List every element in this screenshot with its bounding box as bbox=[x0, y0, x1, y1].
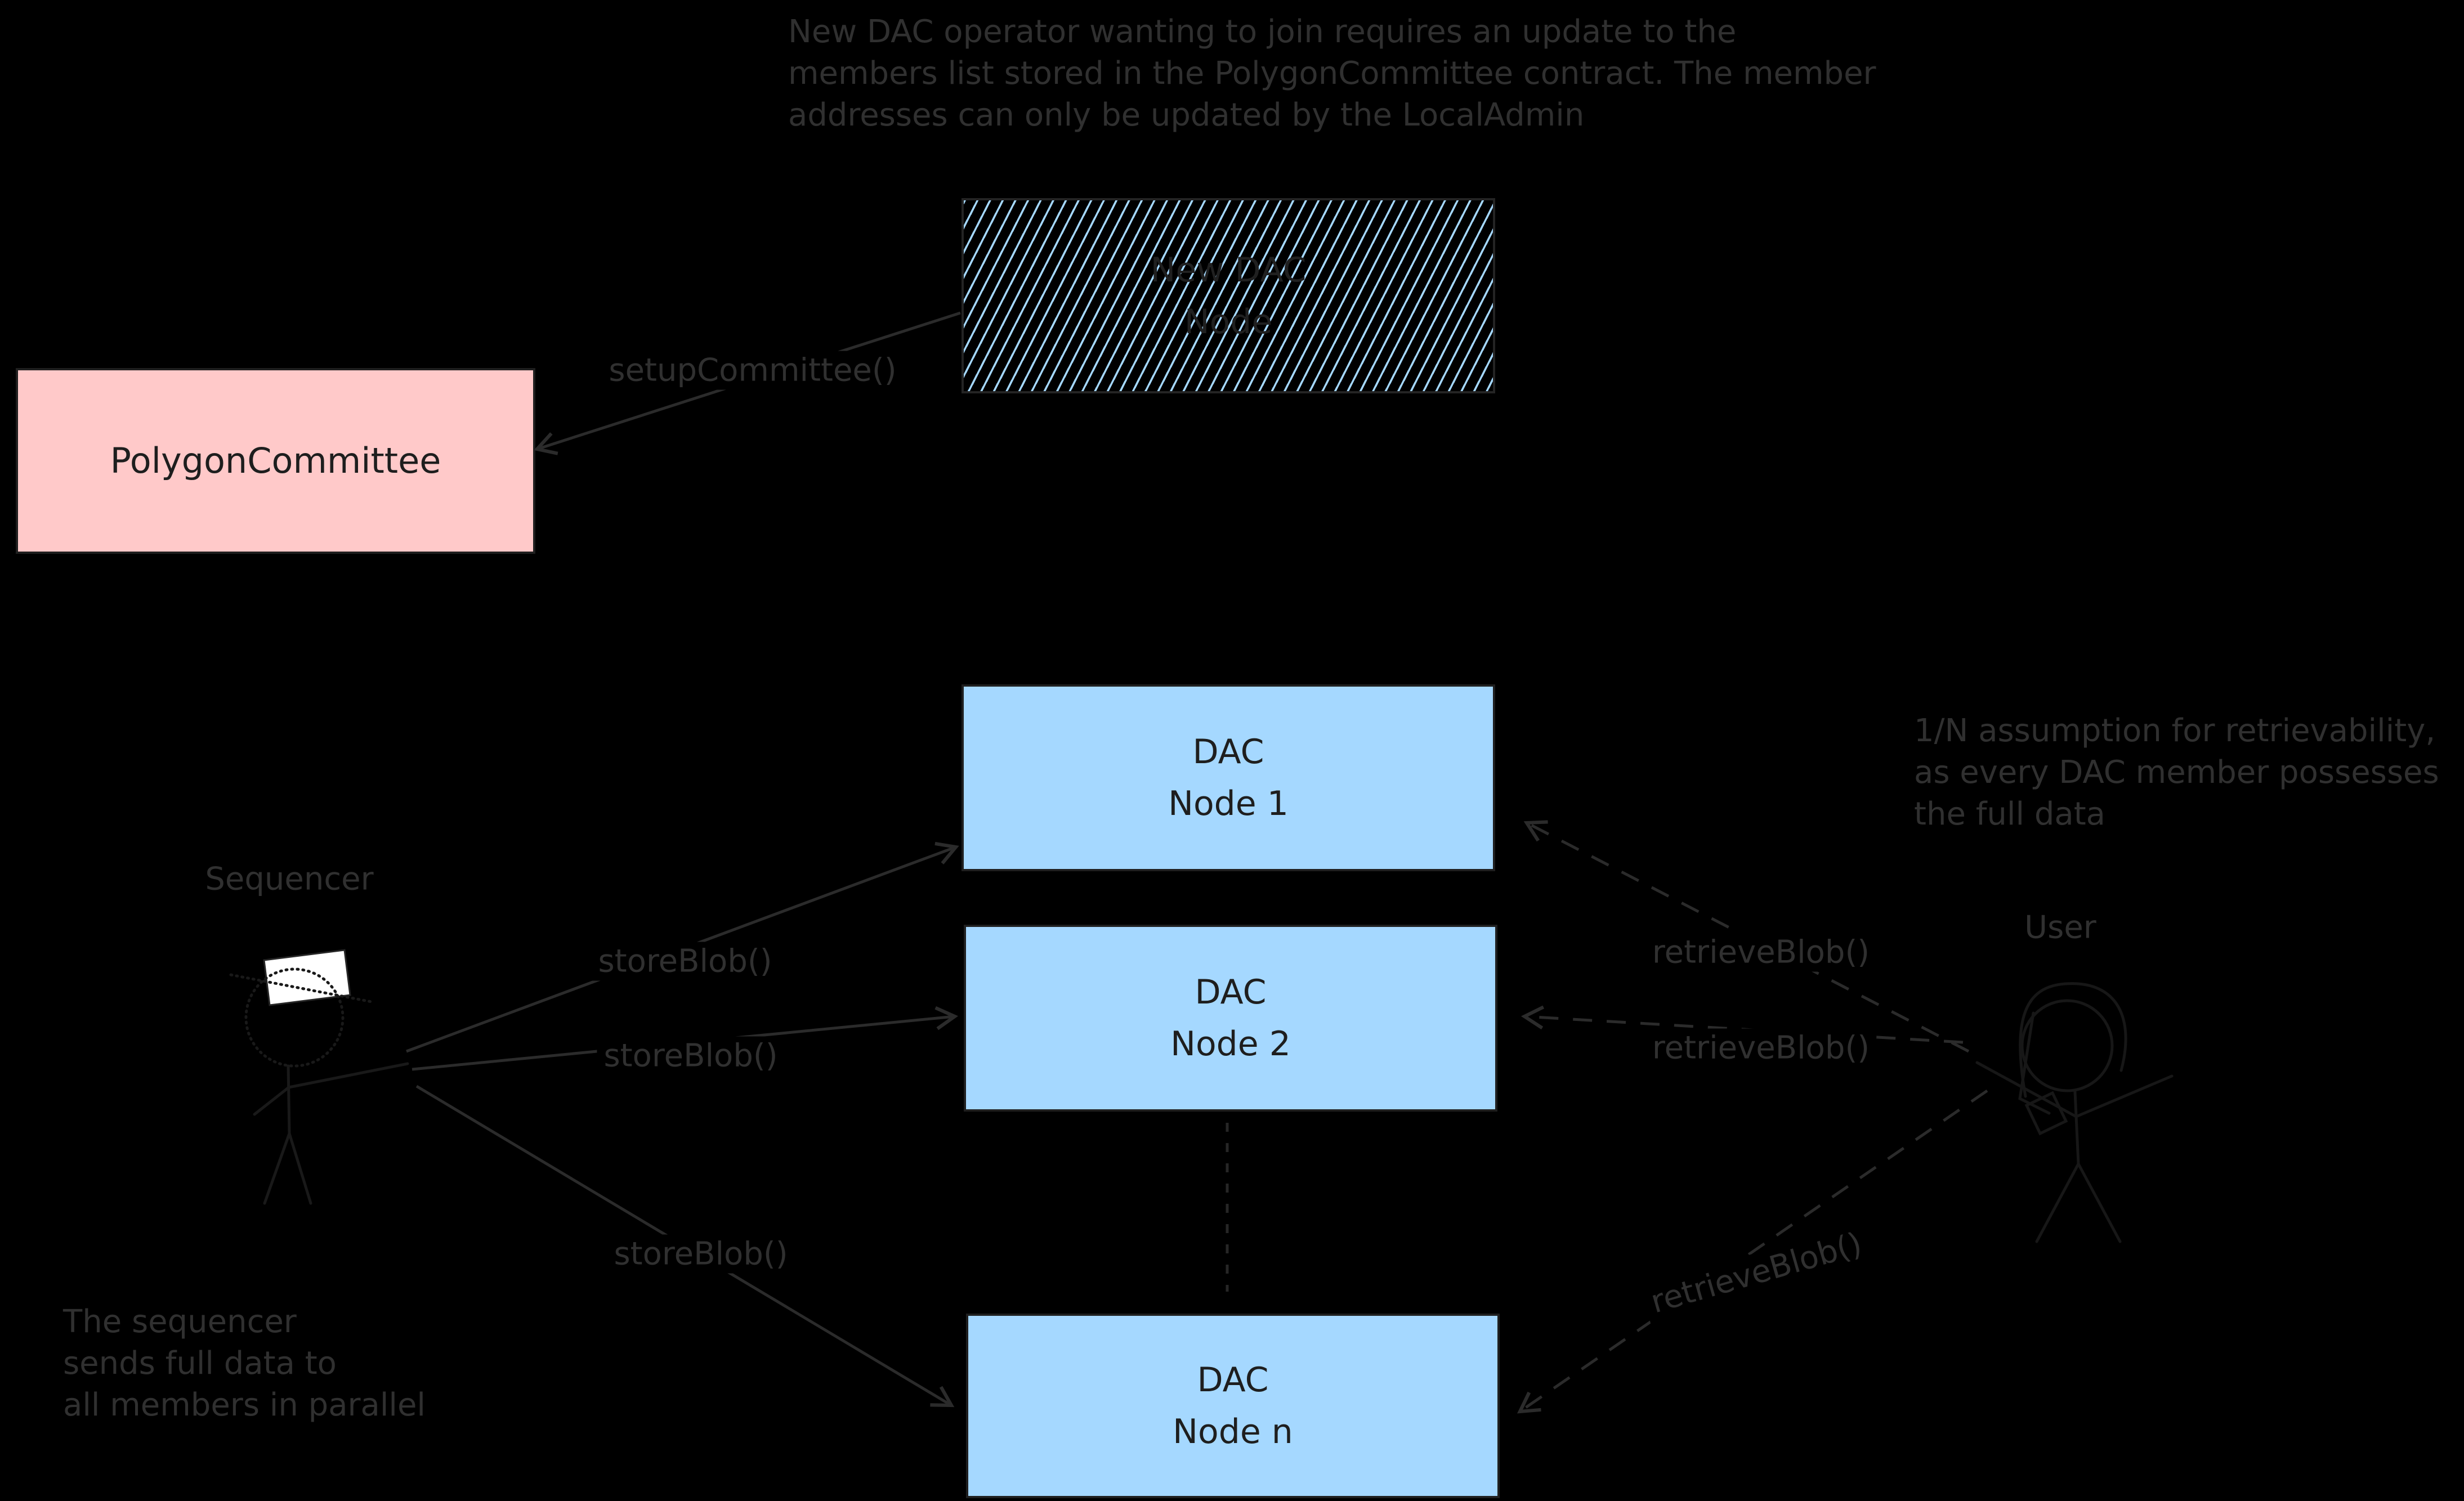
dac-node-n-label-line2: Node n bbox=[1173, 1412, 1293, 1451]
admin-note-line2: members list stored in the PolygonCommit… bbox=[788, 55, 1876, 92]
polygon-committee-box: PolygonCommittee bbox=[16, 368, 535, 554]
sequencer-figure-icon bbox=[229, 949, 409, 1205]
retrievability-note-line1: 1/N assumption for retrievability, bbox=[1914, 713, 2436, 749]
parallel-note-line2: sends full data to bbox=[63, 1345, 337, 1382]
dac-node-1-box: DAC Node 1 bbox=[962, 684, 1495, 871]
retrieve-blob-arrow-3 bbox=[1517, 1089, 1988, 1414]
store-blob-edge-label-1: storeBlob() bbox=[591, 942, 779, 981]
dac-node-n-box: DAC Node n bbox=[966, 1314, 1500, 1498]
store-blob-edge-label-3: storeBlob() bbox=[607, 1234, 795, 1274]
parallel-note-line1: The sequencer bbox=[63, 1303, 297, 1340]
admin-note-line1: New DAC operator wanting to join require… bbox=[788, 14, 1737, 50]
admin-note: New DAC operator wanting to join require… bbox=[788, 11, 1876, 136]
dac-node-2-label-line1: DAC bbox=[1195, 973, 1267, 1012]
retrievability-note: 1/N assumption for retrievability, as ev… bbox=[1914, 710, 2439, 835]
dac-node-2-label-line2: Node 2 bbox=[1170, 1024, 1291, 1064]
admin-note-line3: addresses can only be updated by the Loc… bbox=[788, 97, 1585, 133]
retrievability-note-line3: the full data bbox=[1914, 796, 2105, 832]
user-label: User bbox=[2018, 908, 2103, 947]
store-blob-edge-label-2: storeBlob() bbox=[597, 1036, 785, 1076]
new-dac-node-box: New DAC Node bbox=[962, 198, 1495, 393]
new-dac-node-label-line1: New DAC bbox=[1150, 250, 1307, 290]
retrievability-note-line2: as every DAC member possesses bbox=[1914, 754, 2439, 791]
dac-node-1-label-line1: DAC bbox=[1192, 732, 1264, 772]
retrieve-blob-edge-label-1: retrieveBlob() bbox=[1645, 933, 1877, 972]
dac-node-1-label-line2: Node 1 bbox=[1168, 784, 1289, 823]
parallel-note-line3: all members in parallel bbox=[63, 1387, 426, 1423]
dac-node-n-label-line1: DAC bbox=[1197, 1360, 1269, 1400]
setup-committee-edge-label: setupCommittee() bbox=[602, 351, 904, 390]
retrieve-blob-edge-label-2: retrieveBlob() bbox=[1645, 1028, 1877, 1068]
user-figure-icon bbox=[1975, 982, 2174, 1243]
sequencer-label: Sequencer bbox=[198, 859, 381, 899]
parallel-note: The sequencer sends full data to all mem… bbox=[63, 1301, 426, 1426]
sequencer-hat-icon bbox=[263, 949, 351, 1006]
new-dac-node-label-line2: Node bbox=[1184, 302, 1273, 342]
polygon-committee-label: PolygonCommittee bbox=[110, 440, 441, 481]
dac-node-2-box: DAC Node 2 bbox=[964, 925, 1497, 1112]
